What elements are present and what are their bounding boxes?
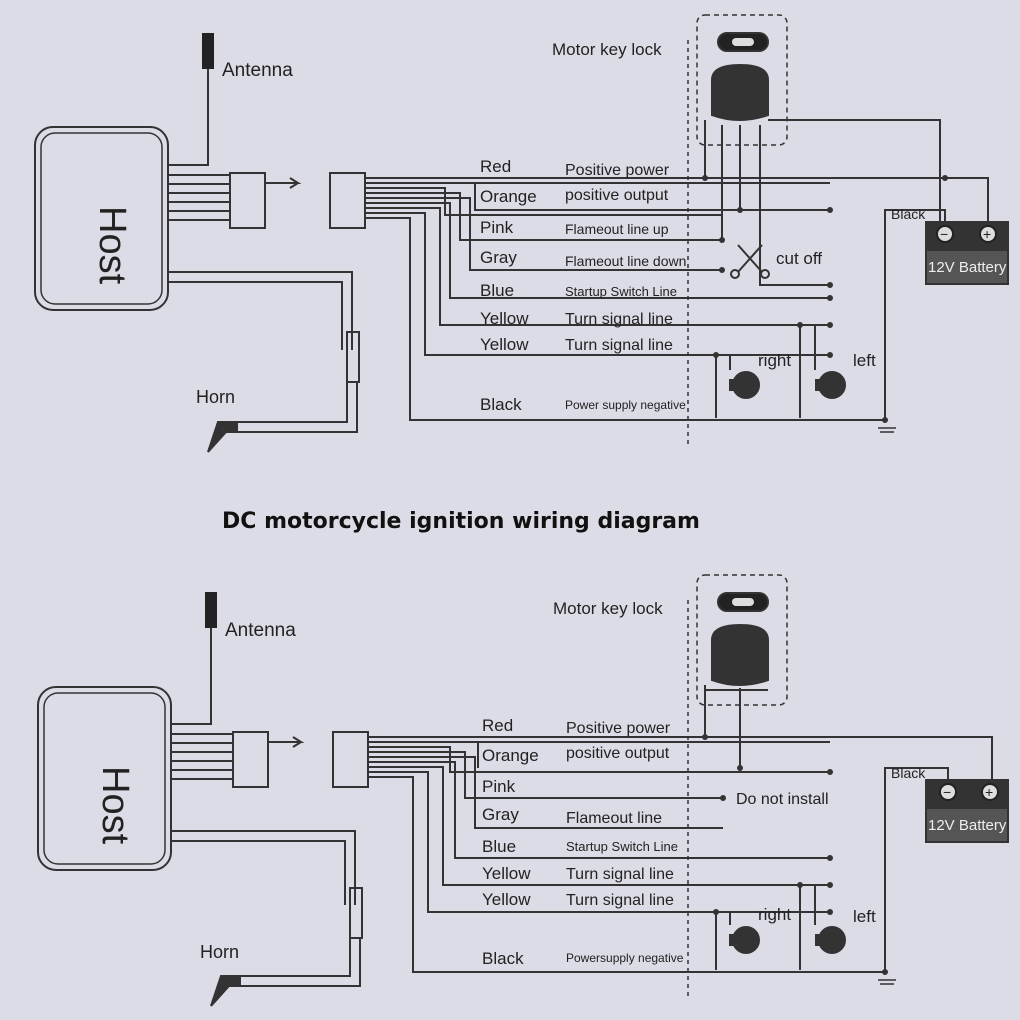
top-battery-plus: + [983, 226, 991, 242]
top-cut-off-label: cut off [776, 249, 822, 268]
top-wire-func: Turn signal line [565, 337, 673, 354]
top-keylock-frame [696, 14, 788, 146]
top-keylock-cylinder-icon [711, 63, 769, 121]
top-horn-label: Horn [196, 387, 235, 407]
bottom-battery-plus: + [985, 784, 993, 800]
bottom-labels: Host Antenna Horn Motor key lock Black 1… [94, 599, 1007, 968]
bottom-wire-color: Orange [482, 746, 539, 765]
top-battery-wire-label: Black [891, 206, 926, 222]
top-connector-left [229, 172, 266, 229]
bottom-right-label: right [758, 905, 791, 924]
bottom-wire-func: Powersupply negative [566, 951, 684, 965]
bottom-host-inner [43, 692, 166, 865]
bottom-do-not-install-label: Do not install [736, 791, 829, 808]
bottom-wire-func: positive output [566, 745, 670, 762]
bottom-diagram [37, 574, 1009, 1007]
top-wire-color: Red [480, 157, 511, 176]
top-host-label: Host [91, 206, 133, 285]
bottom-wire-color: Red [482, 716, 513, 735]
bottom-horn-fuse [349, 887, 363, 939]
top-wire-color: Black [480, 395, 522, 414]
top-diagram [34, 14, 1009, 453]
bottom-keylock-label: Motor key lock [553, 599, 663, 618]
top-left-label: left [853, 351, 876, 370]
bottom-wire-color: Pink [482, 777, 516, 796]
top-wire-color: Yellow [480, 335, 529, 354]
bottom-wire-color: Black [482, 949, 524, 968]
top-host-inner [40, 132, 163, 305]
top-keylock-label: Motor key lock [552, 40, 662, 59]
bottom-battery-wire-label: Black [891, 765, 926, 781]
bottom-horn-label: Horn [200, 942, 239, 962]
bottom-wire-func: Startup Switch Line [566, 839, 678, 854]
bottom-keylock-frame [696, 574, 788, 706]
bottom-wire-func: Flameout line [566, 810, 662, 827]
top-wire-color: Blue [480, 281, 514, 300]
bottom-antenna-icon [205, 592, 217, 628]
top-battery-label: 12V Battery [928, 259, 1007, 276]
bottom-wire-func: Turn signal line [566, 892, 674, 909]
top-right-label: right [758, 351, 791, 370]
top-wire-func: Flameout line up [565, 221, 669, 237]
bottom-connector-right [332, 731, 369, 788]
bottom-wire-color: Yellow [482, 890, 531, 909]
bottom-left-label: left [853, 907, 876, 926]
bottom-horn-icon [210, 975, 241, 1007]
top-antenna-label: Antenna [222, 60, 293, 81]
top-scissors-icon [737, 244, 763, 273]
top-wire-func: Startup Switch Line [565, 284, 677, 299]
top-wire-func: Positive power [565, 162, 670, 179]
top-wire-func: Power supply negative [565, 398, 686, 412]
top-host-outer [34, 126, 169, 311]
top-wire-color: Gray [480, 248, 517, 267]
bottom-wire-color: Gray [482, 805, 519, 824]
top-labels: Host Antenna Horn Motor key lock Black 1… [91, 40, 1007, 414]
top-wire-color: Pink [480, 218, 514, 237]
bottom-wire-color: Blue [482, 837, 516, 856]
top-horn-icon [207, 421, 238, 453]
top-battery-minus: − [940, 226, 948, 242]
diagram-title: DC motorcycle ignition wiring diagram [222, 509, 700, 534]
bottom-wire-func: Turn signal line [566, 866, 674, 883]
bottom-battery-label: 12V Battery [928, 817, 1007, 834]
top-wire-color: Orange [480, 187, 537, 206]
bottom-wire-color: Yellow [482, 864, 531, 883]
top-horn-fuse [346, 331, 360, 383]
top-wire-func: Turn signal line [565, 311, 673, 328]
top-wire-color: Yellow [480, 309, 529, 328]
bottom-host-label: Host [94, 766, 136, 845]
bottom-wire-func: Positive power [566, 720, 671, 737]
top-wire-func: positive output [565, 187, 669, 204]
bottom-keylock-cylinder-icon [711, 623, 769, 686]
top-connector-right [329, 172, 366, 229]
top-wire-func: Flameout line down [565, 253, 686, 269]
bottom-connector-left [232, 731, 269, 788]
bottom-battery-minus: − [943, 784, 951, 800]
bottom-antenna-label: Antenna [225, 620, 296, 641]
top-antenna-icon [202, 33, 214, 69]
